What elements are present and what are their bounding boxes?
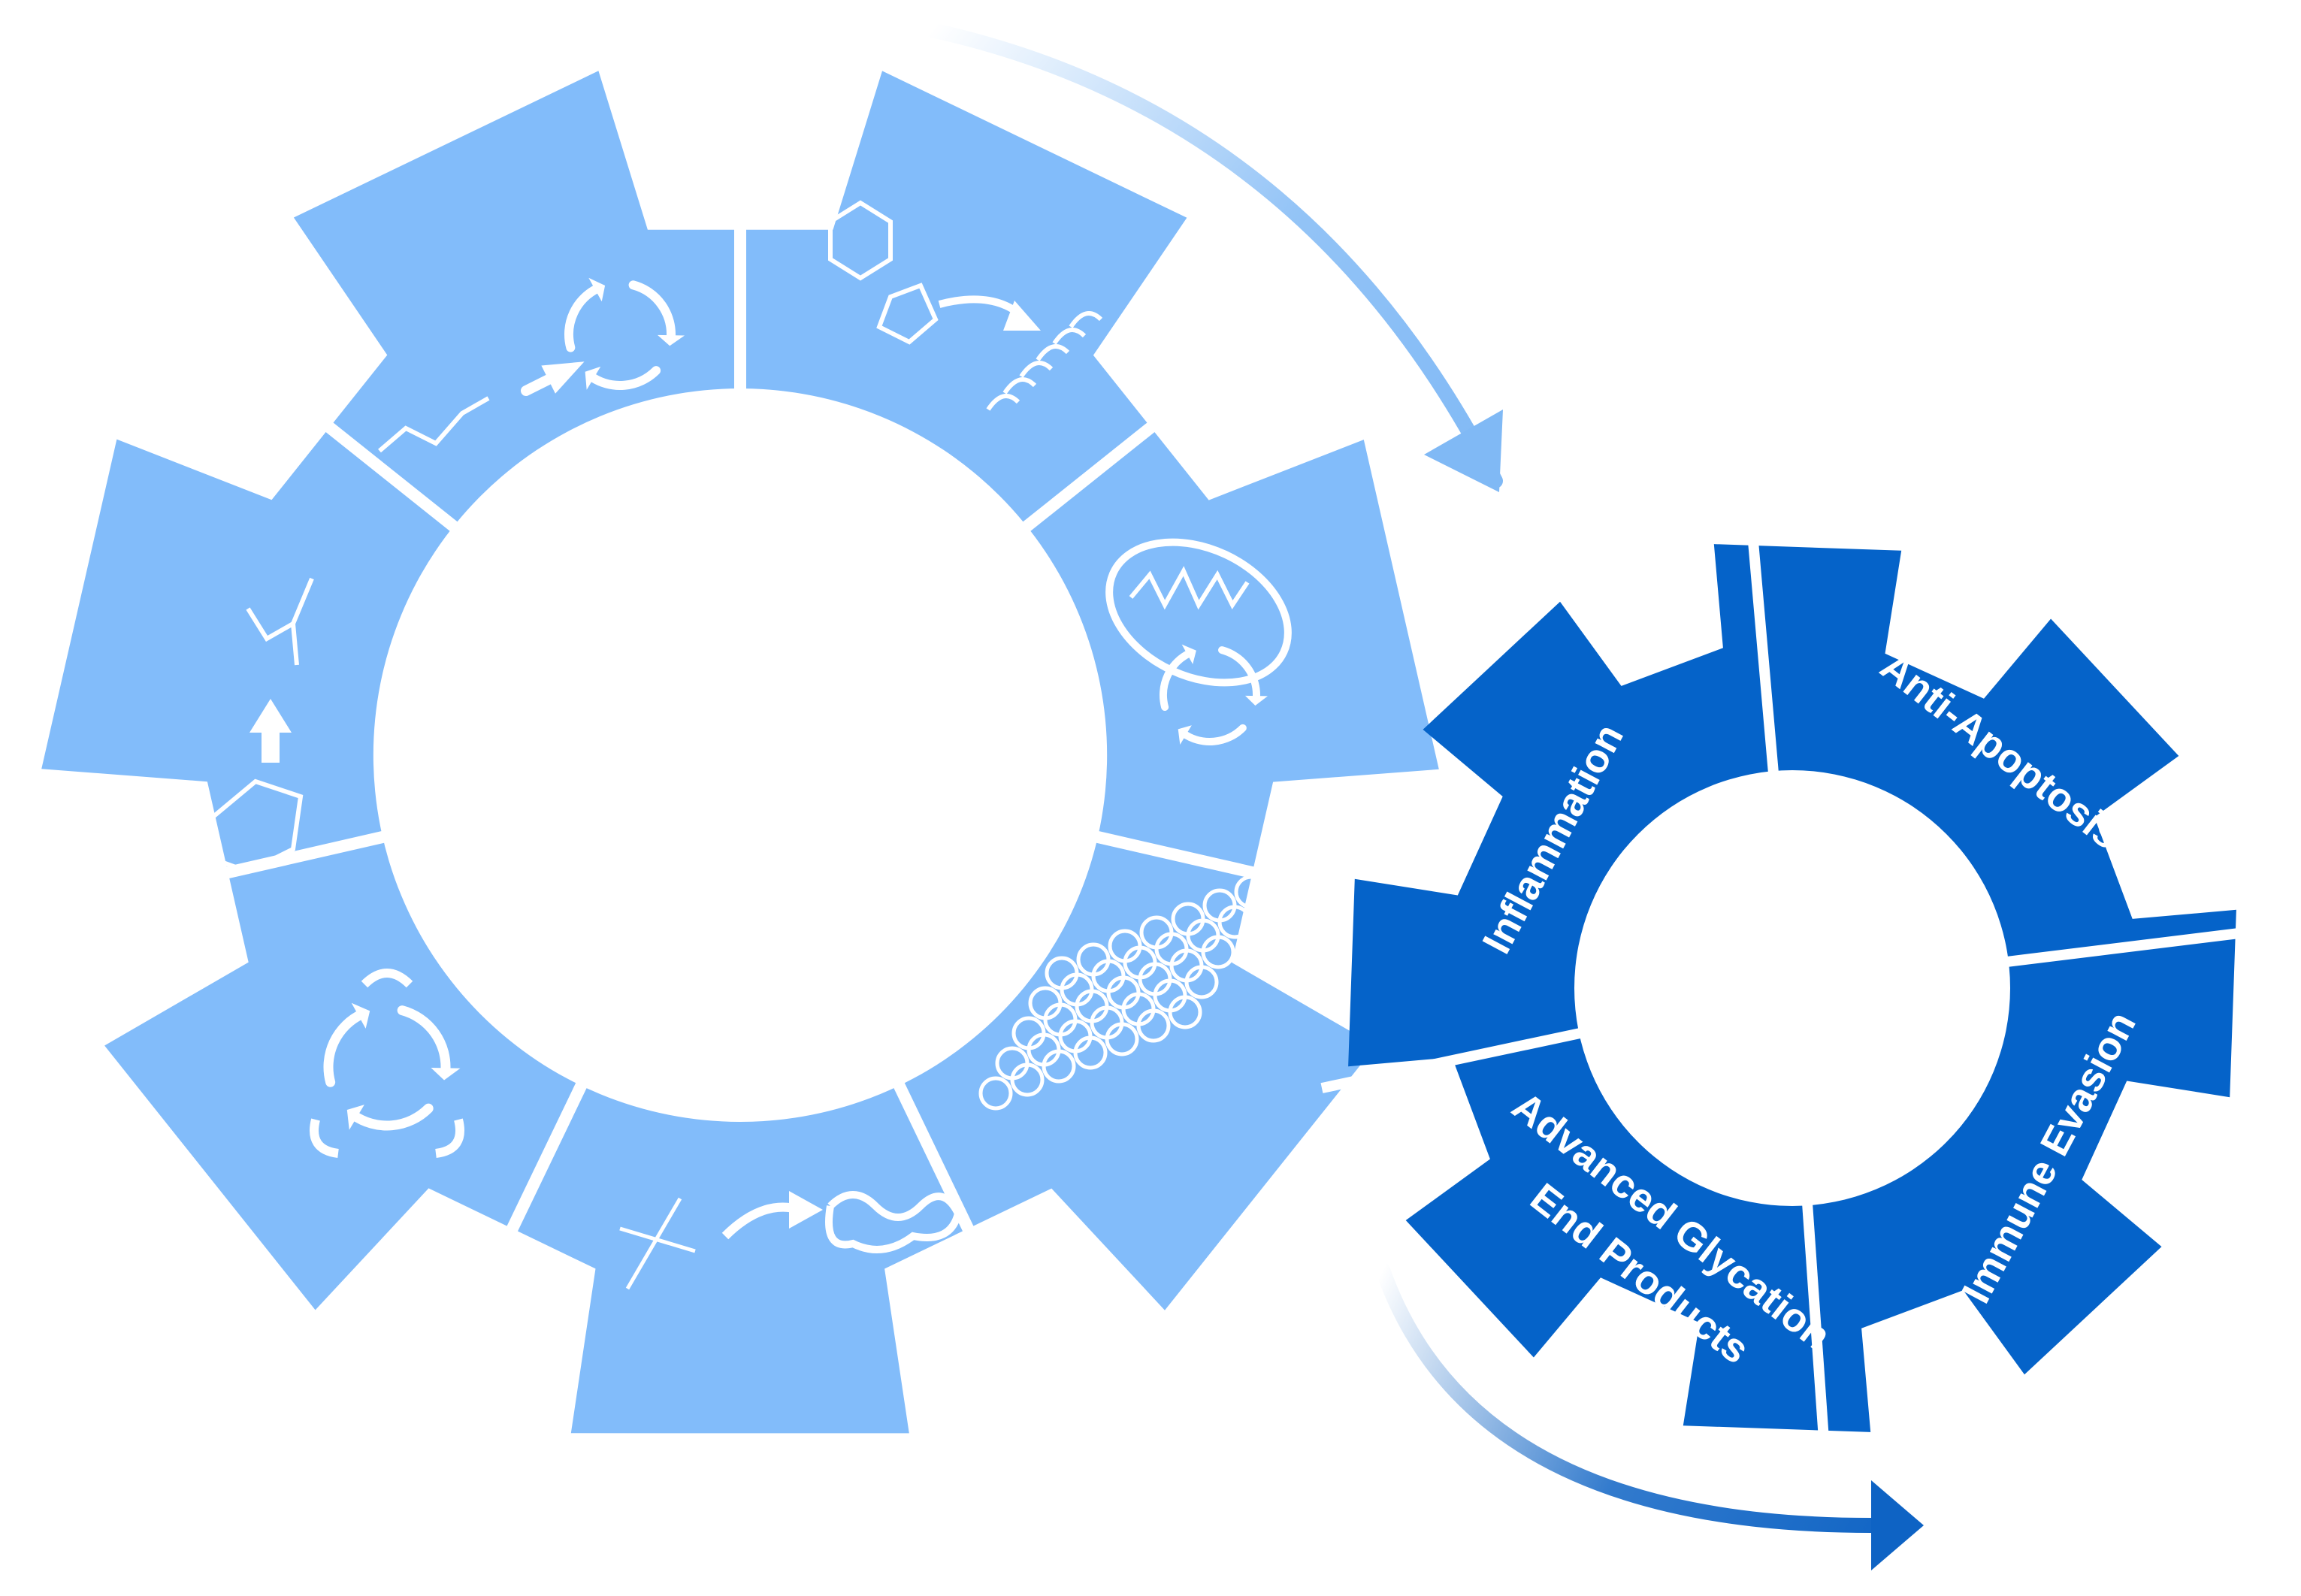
large-gear (28, 26, 1453, 1434)
mitochondria-cycle-icon (1105, 538, 1292, 745)
small-gear-separator (2003, 924, 2271, 968)
large-gear-separator (166, 295, 461, 534)
small-gear-body (1348, 544, 2236, 1432)
metabolic-cycle-icon (310, 969, 464, 1158)
large-gear-separator (1019, 295, 1314, 534)
small-gear-separator (1745, 508, 1779, 776)
glucose-to-lactate-icon (204, 577, 314, 875)
large-gear-separator (28, 830, 389, 924)
steroid-to-dna-icon (828, 200, 1103, 411)
large-gear-separator (419, 1078, 589, 1415)
amino-acid-to-protein-icon (619, 1191, 963, 1290)
large-gear-separator (891, 1078, 1062, 1415)
small-gear-separator (1801, 1200, 1831, 1468)
lipid-membrane-icon (978, 875, 1268, 1111)
small-gear (1320, 508, 2271, 1468)
small-gear-separator (1320, 1027, 1585, 1093)
curved-arrow-top (924, 23, 1503, 492)
large-gear-icons (204, 200, 1292, 1290)
large-gear-body (41, 71, 1439, 1434)
curved-arrow-bottom (1375, 1262, 1924, 1570)
glutamine-to-cycle-icon (378, 277, 685, 453)
